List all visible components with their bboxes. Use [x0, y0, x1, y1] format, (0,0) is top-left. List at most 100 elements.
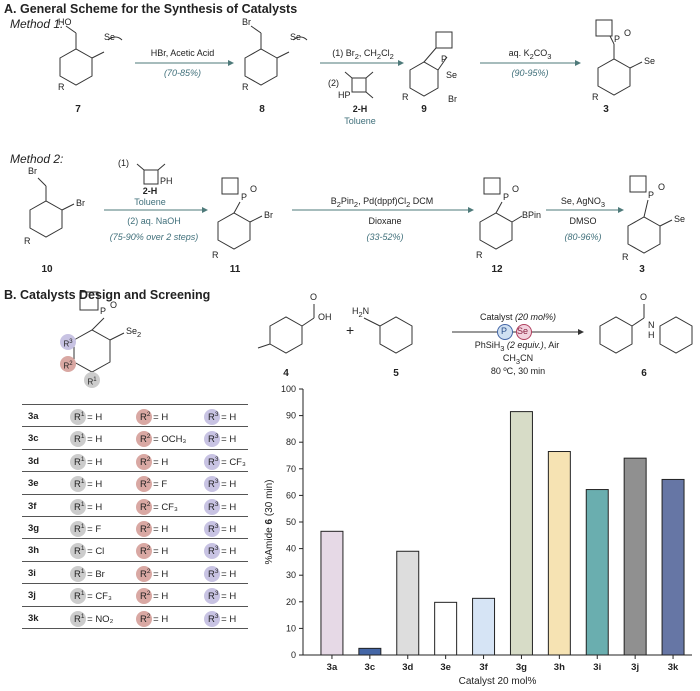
r1-circle: [70, 476, 86, 493]
r3-circle: [204, 498, 220, 515]
cmpd6-ring-1: [599, 316, 633, 354]
bar-3d: [396, 550, 420, 656]
text: , Pd(dppf)Cl: [358, 196, 407, 206]
r3-value: R3 = H: [208, 478, 237, 491]
x-tick-label: 3j: [631, 662, 639, 673]
m2-label-r-3: R: [622, 252, 629, 262]
r3-circle: [204, 610, 220, 627]
m2-label-br-11: Br: [264, 210, 273, 220]
sub: 3: [500, 343, 505, 353]
m1-step2-reagents-1: (1) Br2, CH2Cl2: [318, 48, 408, 61]
m1-step2-2: (2): [328, 78, 339, 88]
r3-value: R3 = H: [208, 545, 237, 558]
sup: 3: [69, 339, 73, 345]
m1-label-se-8: Se: [290, 32, 302, 42]
catalyst-id: 3c: [28, 433, 39, 445]
y-tick-label: 10: [286, 623, 296, 633]
x-tick-label: 3i: [593, 662, 601, 673]
y-tick-label: 90: [286, 411, 296, 421]
silane-equiv: (2 equiv.): [506, 340, 544, 350]
r2-circle: [136, 431, 152, 448]
method-2-label: Method 2:: [10, 152, 64, 166]
table-divider: [22, 538, 248, 540]
m2-label-o-12: O: [512, 184, 520, 194]
sub: 2: [353, 199, 359, 209]
y-tick-label: 70: [286, 464, 296, 474]
r1-circle: [70, 521, 86, 537]
r3-value: R3 = H: [208, 567, 237, 580]
r1-circle: [70, 453, 86, 470]
x-tick-label: 3h: [554, 662, 565, 673]
y-tick-label: 40: [286, 544, 296, 554]
m1-step2-reagent-name: 2-H: [352, 104, 368, 114]
m2-label-o-3: O: [658, 182, 666, 192]
table-divider: [22, 583, 248, 585]
rx-oh: OH: [318, 312, 332, 322]
r1-circle: [70, 498, 86, 515]
m2-label-br-10b: Br: [76, 198, 85, 208]
text: Se, AgNO: [560, 196, 601, 206]
r3-circle: [204, 521, 220, 537]
x-axis-label: Catalyst 20 mol%: [459, 676, 537, 687]
r2-circle: [136, 565, 152, 582]
x-tick-label: 3c: [365, 662, 376, 673]
table-divider: [22, 560, 248, 562]
r2-circle: [136, 543, 152, 560]
r2-circle: [136, 409, 152, 425]
m2-label-p-3: P: [648, 190, 655, 200]
r3-value: R3 = CF₃: [208, 455, 246, 468]
text: Cl: [381, 48, 390, 58]
r2-value: R2 = F: [140, 478, 168, 491]
catalyst-loading: (20 mol%): [515, 312, 557, 322]
m2-label-bpin-12: BPin: [522, 210, 542, 220]
x-tick-label: 3a: [327, 662, 338, 673]
reagent-2h-ring-2: [143, 169, 159, 185]
y-tick-label: 50: [286, 517, 296, 527]
m1-label-se-9: Se: [446, 70, 458, 80]
cmpd-7-label: 7: [75, 104, 81, 115]
text: PhSiH: [474, 340, 501, 350]
x-tick-label: 3e: [440, 662, 451, 673]
text: Se: [126, 326, 138, 336]
cmpd-3-label: 3: [603, 104, 609, 115]
r3-circle: [204, 453, 220, 470]
bar-3f: [472, 597, 496, 656]
x-tick-label: 3k: [668, 662, 679, 673]
section-a-title: A. General Scheme for the Synthesis of C…: [4, 2, 298, 16]
r1-circle: [70, 610, 86, 627]
catalyst-id: 3d: [28, 455, 40, 467]
r2-circle: [136, 498, 152, 515]
m2-step1-solvent: Toluene: [134, 197, 166, 207]
m1-label-ho: HO: [58, 17, 72, 27]
cmpd6-ring-2: [659, 316, 693, 354]
cmpd-8-label: 8: [259, 104, 265, 115]
bar-3j: [623, 457, 647, 656]
r2-value: R2 = H: [140, 455, 169, 468]
table-divider: [22, 516, 248, 517]
r2-circle: [136, 588, 152, 605]
table-divider: [22, 628, 248, 629]
cat-struct-se: Se2: [126, 326, 141, 339]
m2-step2-reagents: B2Pin2, Pd(dppf)Cl2 DCM: [296, 196, 468, 209]
cmpd-10-label: 10: [41, 264, 53, 275]
r1-value: R1 = CF₃: [74, 590, 112, 603]
m2-label-r-11: R: [212, 250, 219, 260]
sup: 1: [93, 377, 97, 383]
m1-label-br-8: Br: [242, 17, 251, 27]
r1-circle: [70, 543, 86, 560]
m1-label-r-9: R: [402, 92, 409, 102]
amidation-scheme: [257, 304, 693, 354]
rx-catalyst: Catalyst (20 mol%): [458, 312, 578, 322]
m2-step3-yield: (80-96%): [564, 232, 602, 242]
rx-temp-time: 80 ºC, 30 min: [490, 366, 546, 376]
m1-label-r-7: R: [58, 82, 65, 92]
m2-step1-reagent-name: 2-H: [142, 186, 158, 196]
catalyst-id: 3h: [28, 545, 40, 557]
r1-circle: [70, 565, 86, 582]
m2-step2-solvent: Dioxane: [368, 216, 402, 226]
y-tick-label: 20: [286, 597, 296, 607]
text: CO: [533, 48, 548, 58]
r3-circle: [204, 409, 220, 425]
